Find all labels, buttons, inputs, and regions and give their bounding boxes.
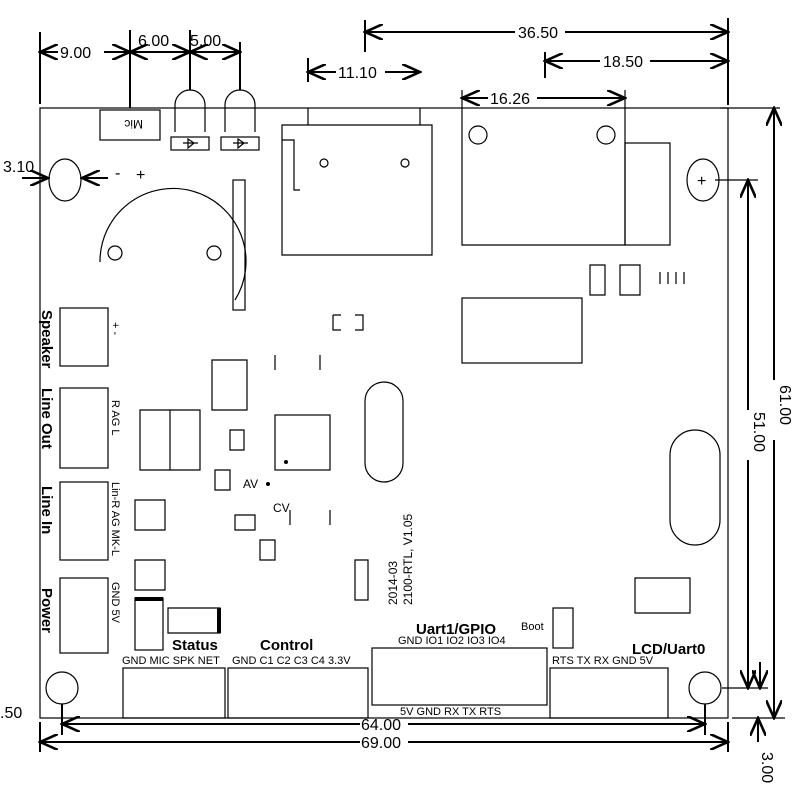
svg-text:Line In: Line In	[38, 486, 55, 534]
hole-plus: +	[697, 173, 706, 190]
mic-label: Mic	[124, 117, 143, 131]
board-date: 2014-03	[386, 561, 400, 605]
battery-minus: -	[115, 165, 120, 182]
battery-plus: +	[136, 167, 145, 184]
dim-3-1: 3.10	[3, 159, 34, 176]
svg-text:Control: Control	[260, 637, 313, 654]
dim-18-5: 18.50	[603, 54, 643, 71]
svg-text:Lin-R AG MK-L: Lin-R AG MK-L	[109, 482, 121, 556]
svg-text:GND IO1 IO2 IO3 IO4: GND IO1 IO2 IO3 IO4	[398, 635, 506, 647]
coin-cell-battery	[99, 179, 247, 311]
smd-components	[354, 264, 691, 614]
svg-text:Status: Status	[172, 637, 218, 654]
svg-text:RTS TX RX GND 5V: RTS TX RX GND 5V	[552, 655, 654, 667]
board-outline	[39, 107, 729, 719]
svg-text:GND C1 C2 C3 C4 3.3V: GND C1 C2 C3 C4 3.3V	[232, 655, 351, 667]
ic-chip	[274, 414, 331, 471]
power-connector: Power GND 5V	[38, 577, 121, 654]
dim-36-5: 36.50	[518, 25, 558, 42]
dim-11-1: 11.10	[338, 65, 377, 82]
control-connector: Control GND C1 C2 C3 C4 3.3V	[227, 637, 369, 719]
lcd-uart0-connector: LCD/Uart0 RTS TX RX GND 5V	[549, 641, 705, 719]
switch	[167, 607, 221, 634]
dim-6: 6.00	[138, 33, 169, 50]
ic-chip-2	[461, 297, 583, 364]
svg-text:GND 5V: GND 5V	[109, 582, 121, 624]
line-in-connector: Line In Lin-R AG MK-L	[38, 481, 121, 561]
dim-61: 61.00	[776, 385, 793, 425]
boot-label: Boot	[521, 621, 544, 633]
svg-text:5V GND RX TX RTS: 5V GND RX TX RTS	[400, 706, 501, 718]
av-label: AV	[243, 477, 258, 491]
mount-hole-tl	[48, 158, 82, 202]
cv-label: CV	[273, 501, 290, 515]
svg-text:LCD/Uart0: LCD/Uart0	[632, 641, 705, 658]
svg-text:R AG L: R AG L	[109, 400, 121, 435]
crystal-1	[364, 381, 404, 483]
dim-0-5: .50	[0, 705, 22, 722]
uart1-gpio-connector: Uart1/GPIO GND IO1 IO2 IO3 IO4 5V GND RX…	[371, 621, 548, 718]
line-out-connector: Line Out R AG L	[38, 387, 121, 469]
svg-text:Power: Power	[38, 588, 55, 633]
board-version: 2100-RTL, V1.05	[401, 514, 415, 605]
dim-9: 9.00	[60, 45, 91, 62]
mount-hole-br	[688, 671, 722, 705]
mic	[99, 109, 161, 141]
sd-card-slot	[281, 108, 433, 256]
dim-51: 51.00	[750, 412, 767, 452]
dim-69: 69.00	[361, 735, 401, 752]
crystal-2	[669, 429, 721, 546]
dimensions: 9.00 6.00 5.00 36.50 18.50 11.10 16.26 3…	[0, 18, 793, 783]
passive-components	[134, 359, 276, 591]
dim-3: 3.00	[758, 752, 775, 783]
status-connector: Status GND MIC SPK NET	[122, 637, 226, 719]
status-led	[134, 597, 164, 651]
speaker-connector: Speaker + -	[38, 307, 121, 369]
svg-text:Speaker: Speaker	[38, 310, 55, 369]
dim-64: 64.00	[361, 717, 401, 734]
boot-button	[552, 607, 574, 649]
led-2	[220, 89, 260, 151]
led-1	[170, 89, 210, 151]
dim-16-26: 16.26	[490, 91, 530, 108]
ethernet-jack	[461, 90, 671, 246]
svg-text:GND MIC SPK NET: GND MIC SPK NET	[122, 655, 220, 667]
smd-pads	[274, 314, 364, 525]
dim-5: 5.00	[190, 33, 221, 50]
svg-text:Line Out: Line Out	[38, 388, 55, 449]
svg-text:+ -: + -	[109, 322, 121, 335]
mount-hole-bl	[45, 671, 79, 705]
pin1-dot	[284, 460, 288, 464]
svg-text:Uart1/GPIO: Uart1/GPIO	[416, 621, 496, 638]
